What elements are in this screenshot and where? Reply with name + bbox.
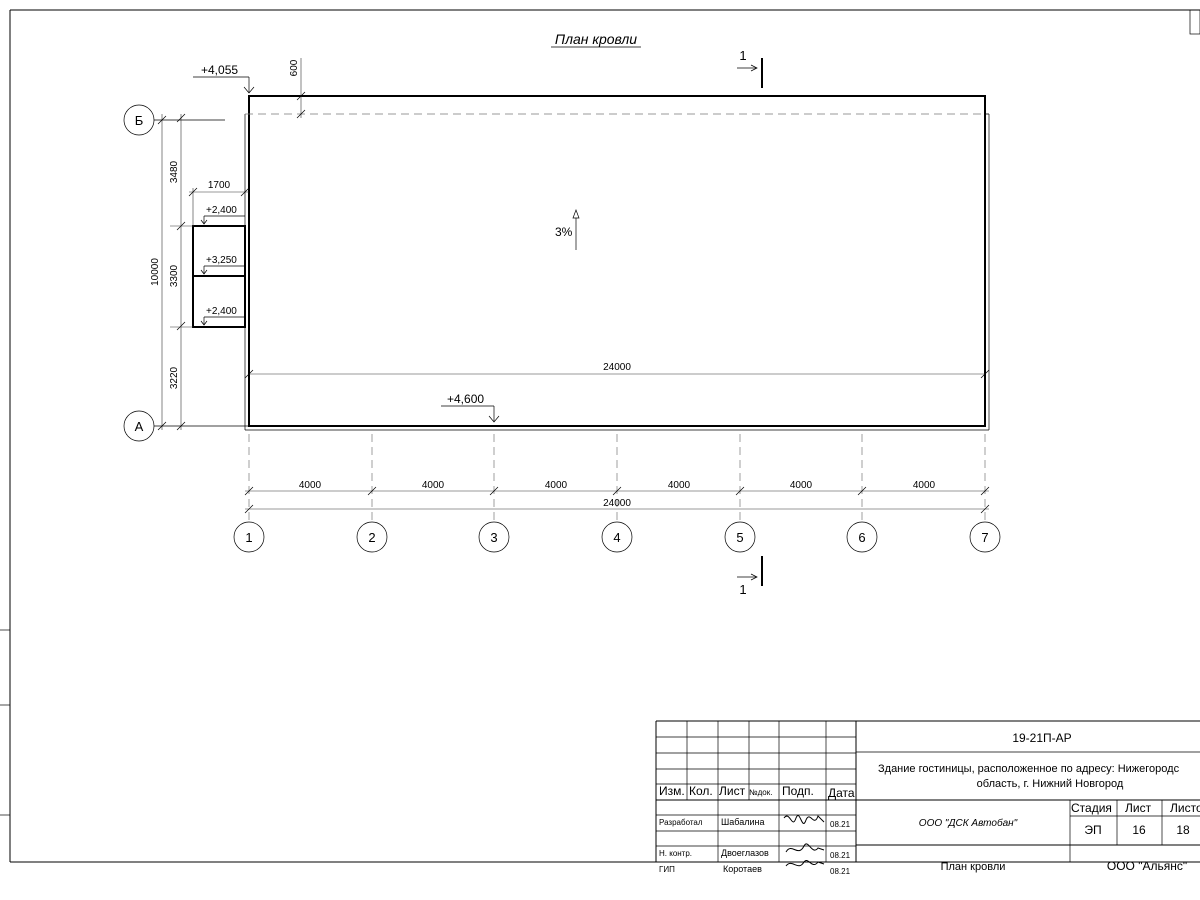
- dim-bottom-overall: 24000: [244, 498, 990, 514]
- slope-text: 3%: [555, 225, 573, 239]
- section-label-bottom: 1: [739, 582, 746, 597]
- level-annex-top-text: +2,400: [206, 205, 237, 216]
- dim-inside-width-text: 24000: [603, 362, 631, 373]
- dim-span-4-5: 4000: [668, 480, 691, 491]
- tb-stage-label: Стадия: [1071, 801, 1112, 815]
- dim-span-1-2: 4000: [299, 480, 322, 491]
- dim-overall-text: 24000: [603, 498, 631, 509]
- tb-project-line-2: область, г. Нижний Новгород: [977, 778, 1124, 790]
- tb-sheet-title: План кровли: [941, 861, 1006, 873]
- dim-top-offset: 600: [289, 58, 306, 119]
- dim-left-total-text: 10000: [150, 258, 161, 286]
- title-block: Изм. Кол. Лист №док. Подп. Дата Разработ…: [655, 720, 1200, 876]
- dim-span-5-6: 4000: [790, 480, 813, 491]
- tb-header-list: Лист: [719, 784, 746, 798]
- plan-title: План кровли: [551, 31, 641, 48]
- tb-role-developer: Разработал: [659, 818, 703, 827]
- axis-number-5: 5: [736, 530, 743, 545]
- signature-norm-control: [785, 843, 825, 853]
- dim-left-mid-text: 3300: [169, 264, 180, 287]
- dim-left-chain: 3480 3300 3220: [169, 113, 193, 431]
- dim-left-total: 10000: [150, 114, 167, 431]
- tb-sheet-label: Лист: [1125, 801, 1152, 815]
- tb-organization: ООО "ДСК Автобан": [919, 817, 1018, 829]
- tb-header-podp: Подп.: [782, 784, 814, 798]
- dim-left-top-text: 3480: [169, 160, 180, 183]
- level-roof-text: +4,600: [447, 392, 484, 406]
- tb-header-kol: Кол.: [689, 784, 713, 798]
- dim-span-3-4: 4000: [545, 480, 568, 491]
- axis-letter-a: А: [135, 419, 144, 434]
- level-mark-annex-mid: +3,250: [200, 255, 245, 275]
- plan-title-text: План кровли: [555, 31, 637, 47]
- axis-number-1: 1: [245, 530, 252, 545]
- dim-top-offset-text: 600: [289, 59, 300, 76]
- axis-number-2: 2: [368, 530, 375, 545]
- level-mark-annex-bottom: +2,400: [200, 306, 245, 326]
- dim-annex-width: 1700: [188, 180, 250, 226]
- tb-header-ndok: №док.: [749, 788, 772, 797]
- axis-number-4: 4: [613, 530, 620, 545]
- tb-company: ООО "Альянс": [1107, 859, 1187, 873]
- section-marker-bottom: 1: [737, 556, 763, 597]
- axis-bubble-1: [233, 521, 265, 553]
- tb-sheets-value: 18: [1176, 823, 1190, 837]
- tb-stage-value: ЭП: [1084, 823, 1101, 837]
- dim-annex-width-text: 1700: [208, 180, 231, 191]
- axis-bubble-3: [478, 521, 510, 553]
- level-parapet-text: +4,055: [201, 63, 238, 77]
- sheet-frame: [0, 9, 1200, 863]
- axis-number-6: 6: [858, 530, 865, 545]
- level-mark-annex-top: +2,400: [200, 205, 245, 225]
- level-annex-bottom-text: +2,400: [206, 306, 237, 317]
- dim-bottom-spans: 4000 4000 4000 4000 4000 4000: [244, 480, 990, 496]
- axis-bubble-5: [724, 521, 756, 553]
- section-label-top: 1: [739, 48, 746, 63]
- tb-date-developer: 08.21: [830, 820, 851, 829]
- axis-grid-lines: [248, 434, 986, 520]
- annex-outline: [192, 225, 246, 328]
- tb-sheet-value: 16: [1132, 823, 1146, 837]
- tb-name-gip: Коротаев: [723, 864, 762, 874]
- axis-number-7: 7: [981, 530, 988, 545]
- dim-inside-width: 24000: [244, 362, 990, 379]
- axis-bubbles-numbers: 1 2 3 4 5 6 7: [233, 521, 1001, 553]
- tb-name-norm-control: Двоеглазов: [721, 848, 769, 858]
- axis-bubble-7: [969, 521, 1001, 553]
- level-annex-mid-text: +3,250: [206, 255, 237, 266]
- tb-date-norm-control: 08.21: [830, 851, 851, 860]
- axis-bubble-6: [846, 521, 878, 553]
- dim-span-6-7: 4000: [913, 480, 936, 491]
- tb-project-line-1: Здание гостиницы, расположенное по адрес…: [878, 763, 1180, 775]
- section-marker-top: 1: [737, 48, 763, 88]
- tb-header-izm: Изм.: [659, 784, 685, 798]
- signature-developer: [783, 815, 825, 824]
- tb-header-data: Дата: [828, 786, 855, 800]
- tb-role-gip: ГИП: [659, 865, 675, 874]
- tb-date-gip: 08.21: [830, 867, 851, 876]
- dim-span-2-3: 4000: [422, 480, 445, 491]
- level-mark-roof: +4,600: [441, 392, 500, 423]
- axis-number-3: 3: [490, 530, 497, 545]
- tb-name-developer: Шабалина: [721, 817, 764, 827]
- axis-letter-b: Б: [135, 113, 144, 128]
- tb-role-norm-control: Н. контр.: [659, 849, 692, 858]
- axis-bubble-b: Б: [123, 104, 225, 136]
- dim-left-bottom-text: 3220: [169, 366, 180, 389]
- tb-sheets-label: Листо: [1170, 801, 1200, 815]
- slope-arrow: 3%: [555, 209, 580, 250]
- axis-bubble-4: [601, 521, 633, 553]
- level-mark-parapet: +4,055: [193, 63, 255, 94]
- roof-outline: [244, 95, 990, 431]
- signature-gip: [785, 860, 825, 867]
- axis-bubble-a: А: [123, 410, 249, 442]
- tb-document-code: 19-21П-АР: [1012, 731, 1071, 745]
- axis-bubble-2: [356, 521, 388, 553]
